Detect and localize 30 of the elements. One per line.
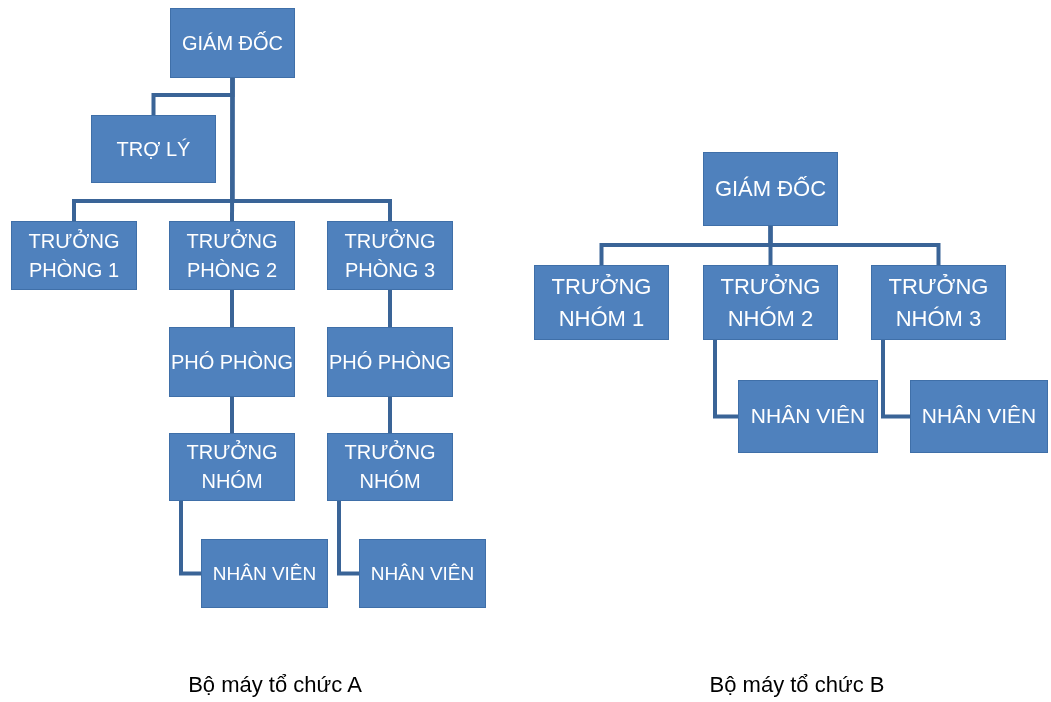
org-box: TRƯỞNG NHÓM	[169, 433, 295, 501]
org-box: TRỢ LÝ	[91, 115, 216, 183]
connector-line	[337, 501, 359, 576]
chart-caption: Bộ máy tổ chức B	[709, 672, 885, 698]
org-box: NHÂN VIÊN	[910, 380, 1048, 453]
connector-line	[713, 340, 738, 419]
connector-line	[388, 290, 392, 327]
org-box: GIÁM ĐỐC	[170, 8, 295, 78]
org-box: PHÓ PHÒNG	[169, 327, 295, 397]
connector-line	[230, 78, 235, 221]
org-box: TRƯỞNG PHÒNG 1	[11, 221, 137, 290]
connector-line	[230, 78, 392, 221]
chart-caption: Bộ máy tổ chức A	[188, 672, 362, 698]
org-box: TRƯỞNG NHÓM 3	[871, 265, 1006, 340]
connector-line	[230, 290, 234, 327]
connector-line	[388, 397, 392, 433]
connector-line	[881, 340, 910, 419]
org-box: TRƯỞNG PHÒNG 3	[327, 221, 453, 290]
org-box: TRƯỞNG NHÓM 2	[703, 265, 838, 340]
org-box: GIÁM ĐỐC	[703, 152, 838, 226]
org-box: TRƯỞNG NHÓM 1	[534, 265, 669, 340]
org-box: TRƯỞNG PHÒNG 2	[169, 221, 295, 290]
org-box: PHÓ PHÒNG	[327, 327, 453, 397]
org-box: NHÂN VIÊN	[359, 539, 486, 608]
org-box: TRƯỞNG NHÓM	[327, 433, 453, 501]
connector-line	[768, 226, 941, 265]
connector-line	[179, 501, 201, 576]
connector-line	[230, 397, 234, 433]
org-box: NHÂN VIÊN	[201, 539, 328, 608]
org-box: NHÂN VIÊN	[738, 380, 878, 453]
